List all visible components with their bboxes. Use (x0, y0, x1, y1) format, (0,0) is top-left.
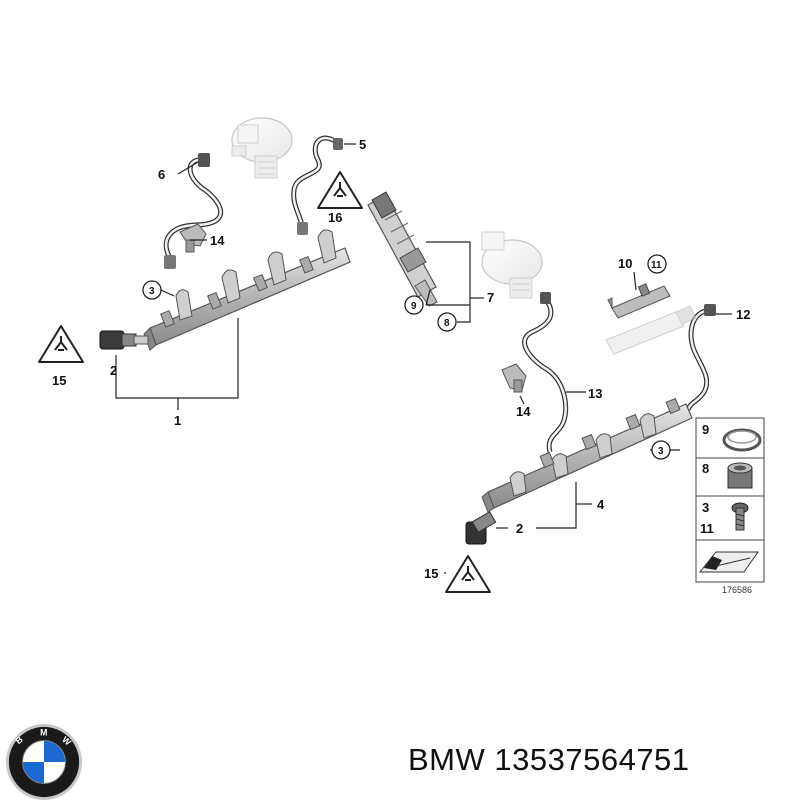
sleeve-icon (727, 462, 753, 489)
callout-circle-3-right (651, 440, 671, 460)
bracket-14-right (501, 363, 527, 393)
pressure-sensor-right (465, 511, 497, 545)
callout-circle-9 (404, 295, 424, 315)
fuel-line-5 (291, 135, 343, 235)
part-number: 13537564751 (494, 742, 690, 777)
logo-letter-b: B (14, 734, 25, 746)
callout-circle-11 (647, 254, 667, 274)
label-16: 16 (328, 210, 342, 225)
clamp-10 (607, 283, 671, 319)
brand-name: BMW (408, 742, 486, 777)
diagram-number: 176586 (722, 585, 752, 595)
bmw-logo: B M W (5, 723, 83, 801)
seal-ring-icon (722, 428, 762, 452)
legend-label-9: 9 (702, 422, 709, 437)
label-3-right: 3 (658, 446, 664, 457)
label-14-right: 14 (516, 404, 531, 419)
legend-label-11: 11 (700, 521, 714, 536)
label-13: 13 (588, 386, 602, 401)
fuel-line-13 (522, 292, 569, 453)
fuel-injector (367, 191, 438, 307)
label-6: 6 (158, 167, 165, 182)
legend-label-8: 8 (702, 461, 709, 476)
label-10: 10 (618, 256, 632, 271)
legend-label-3: 3 (702, 500, 709, 515)
warning-triangle-16 (317, 171, 363, 209)
leader-lines (115, 143, 732, 574)
label-15-left: 15 (52, 373, 66, 388)
label-14-left: 14 (210, 233, 225, 248)
fuel-rail-right (481, 397, 693, 513)
label-12: 12 (736, 307, 750, 322)
fuel-rail-left (143, 229, 351, 351)
label-11: 11 (651, 260, 662, 271)
sensor-12-faded (605, 305, 697, 355)
label-8: 8 (444, 318, 450, 329)
label-2-right: 2 (516, 521, 523, 536)
callout-circle-8 (437, 312, 457, 332)
legend-box: 9 8 3 11 (695, 417, 765, 583)
label-7: 7 (487, 290, 494, 305)
warning-triangle-15-left (38, 325, 84, 363)
label-1: 1 (174, 413, 181, 428)
warning-triangle-15-right (445, 555, 491, 593)
pressure-sensor-left (99, 330, 149, 350)
label-9: 9 (411, 301, 417, 312)
arrow-gasket-icon (698, 551, 759, 573)
label-4: 4 (597, 497, 605, 512)
fuel-line-12 (685, 304, 716, 411)
part-caption: BMW 13537564751 (408, 742, 690, 778)
label-15-right: 15 (424, 566, 438, 581)
bolt-icon (731, 502, 749, 531)
label-5: 5 (359, 137, 366, 152)
label-2-left: 2 (110, 363, 117, 378)
fuel-line-6 (163, 153, 224, 269)
high-pressure-pump-right (481, 231, 543, 299)
high-pressure-pump-left (231, 117, 293, 179)
callout-circle-3-left (142, 280, 162, 300)
label-3-left: 3 (149, 286, 155, 297)
logo-letter-m: M (40, 728, 47, 738)
